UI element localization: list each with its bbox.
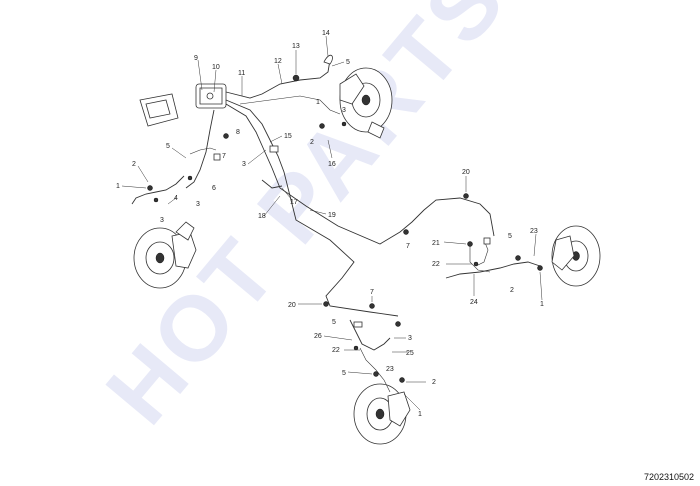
- front-right-brake-disc: [339, 67, 393, 139]
- callout-3: 3: [408, 335, 412, 342]
- callout-5: 5: [342, 370, 346, 377]
- callout-18: 18: [258, 213, 266, 220]
- callout-6: 6: [212, 185, 216, 192]
- callout-7: 7: [406, 243, 410, 250]
- callout-17: 17: [290, 199, 298, 206]
- brake-pipes: [131, 59, 541, 393]
- callout-10: 10: [212, 64, 220, 71]
- diagram-code: 7202310502: [643, 472, 694, 482]
- callout-1: 1: [116, 183, 120, 190]
- abs-hydraulic-unit: [139, 83, 227, 127]
- callout-21: 21: [432, 240, 440, 247]
- callout-3: 3: [196, 201, 200, 208]
- callout-5: 5: [346, 59, 350, 66]
- watermark: HOT PARTS: [87, 0, 526, 443]
- fittings: [147, 54, 543, 383]
- callout-23: 23: [386, 366, 394, 373]
- callout-7: 7: [370, 289, 374, 296]
- callout-13: 13: [292, 43, 300, 50]
- callout-5: 5: [166, 143, 170, 150]
- leader-lines: [121, 35, 543, 411]
- callout-3: 3: [160, 217, 164, 224]
- callout-8: 8: [236, 129, 240, 136]
- callout-19: 19: [328, 212, 336, 219]
- callout-labels: 9 10 11 12 13 14 5 8 7 15 3 1 2 3 16 5 6…: [116, 30, 544, 418]
- callout-5: 5: [332, 319, 336, 326]
- callout-5: 5: [508, 233, 512, 240]
- callout-12: 12: [274, 58, 282, 65]
- callout-3: 3: [242, 161, 246, 168]
- callout-14: 14: [322, 30, 330, 37]
- callout-2: 2: [132, 161, 136, 168]
- callout-26: 26: [314, 333, 322, 340]
- callout-15: 15: [284, 133, 292, 140]
- callout-20: 20: [288, 302, 296, 309]
- callout-22: 22: [332, 347, 340, 354]
- callout-1: 1: [418, 411, 422, 418]
- callout-1: 1: [540, 301, 544, 308]
- callout-23: 23: [530, 228, 538, 235]
- rear-left-brake-disc: [353, 383, 411, 445]
- callout-20: 20: [462, 169, 470, 176]
- callout-1: 1: [316, 99, 320, 106]
- callout-2: 2: [432, 379, 436, 386]
- callout-3: 3: [342, 107, 346, 114]
- callout-24: 24: [470, 299, 478, 306]
- callout-4: 4: [174, 195, 178, 202]
- callout-2: 2: [310, 139, 314, 146]
- callout-7: 7: [222, 153, 226, 160]
- callout-11: 11: [238, 70, 245, 77]
- callout-9: 9: [194, 55, 198, 62]
- callout-22: 22: [432, 261, 440, 268]
- callout-16: 16: [328, 161, 336, 168]
- front-left-brake-disc: [133, 221, 197, 289]
- callout-2: 2: [510, 287, 514, 294]
- callout-25: 25: [406, 350, 414, 357]
- rear-right-brake-disc: [551, 225, 601, 287]
